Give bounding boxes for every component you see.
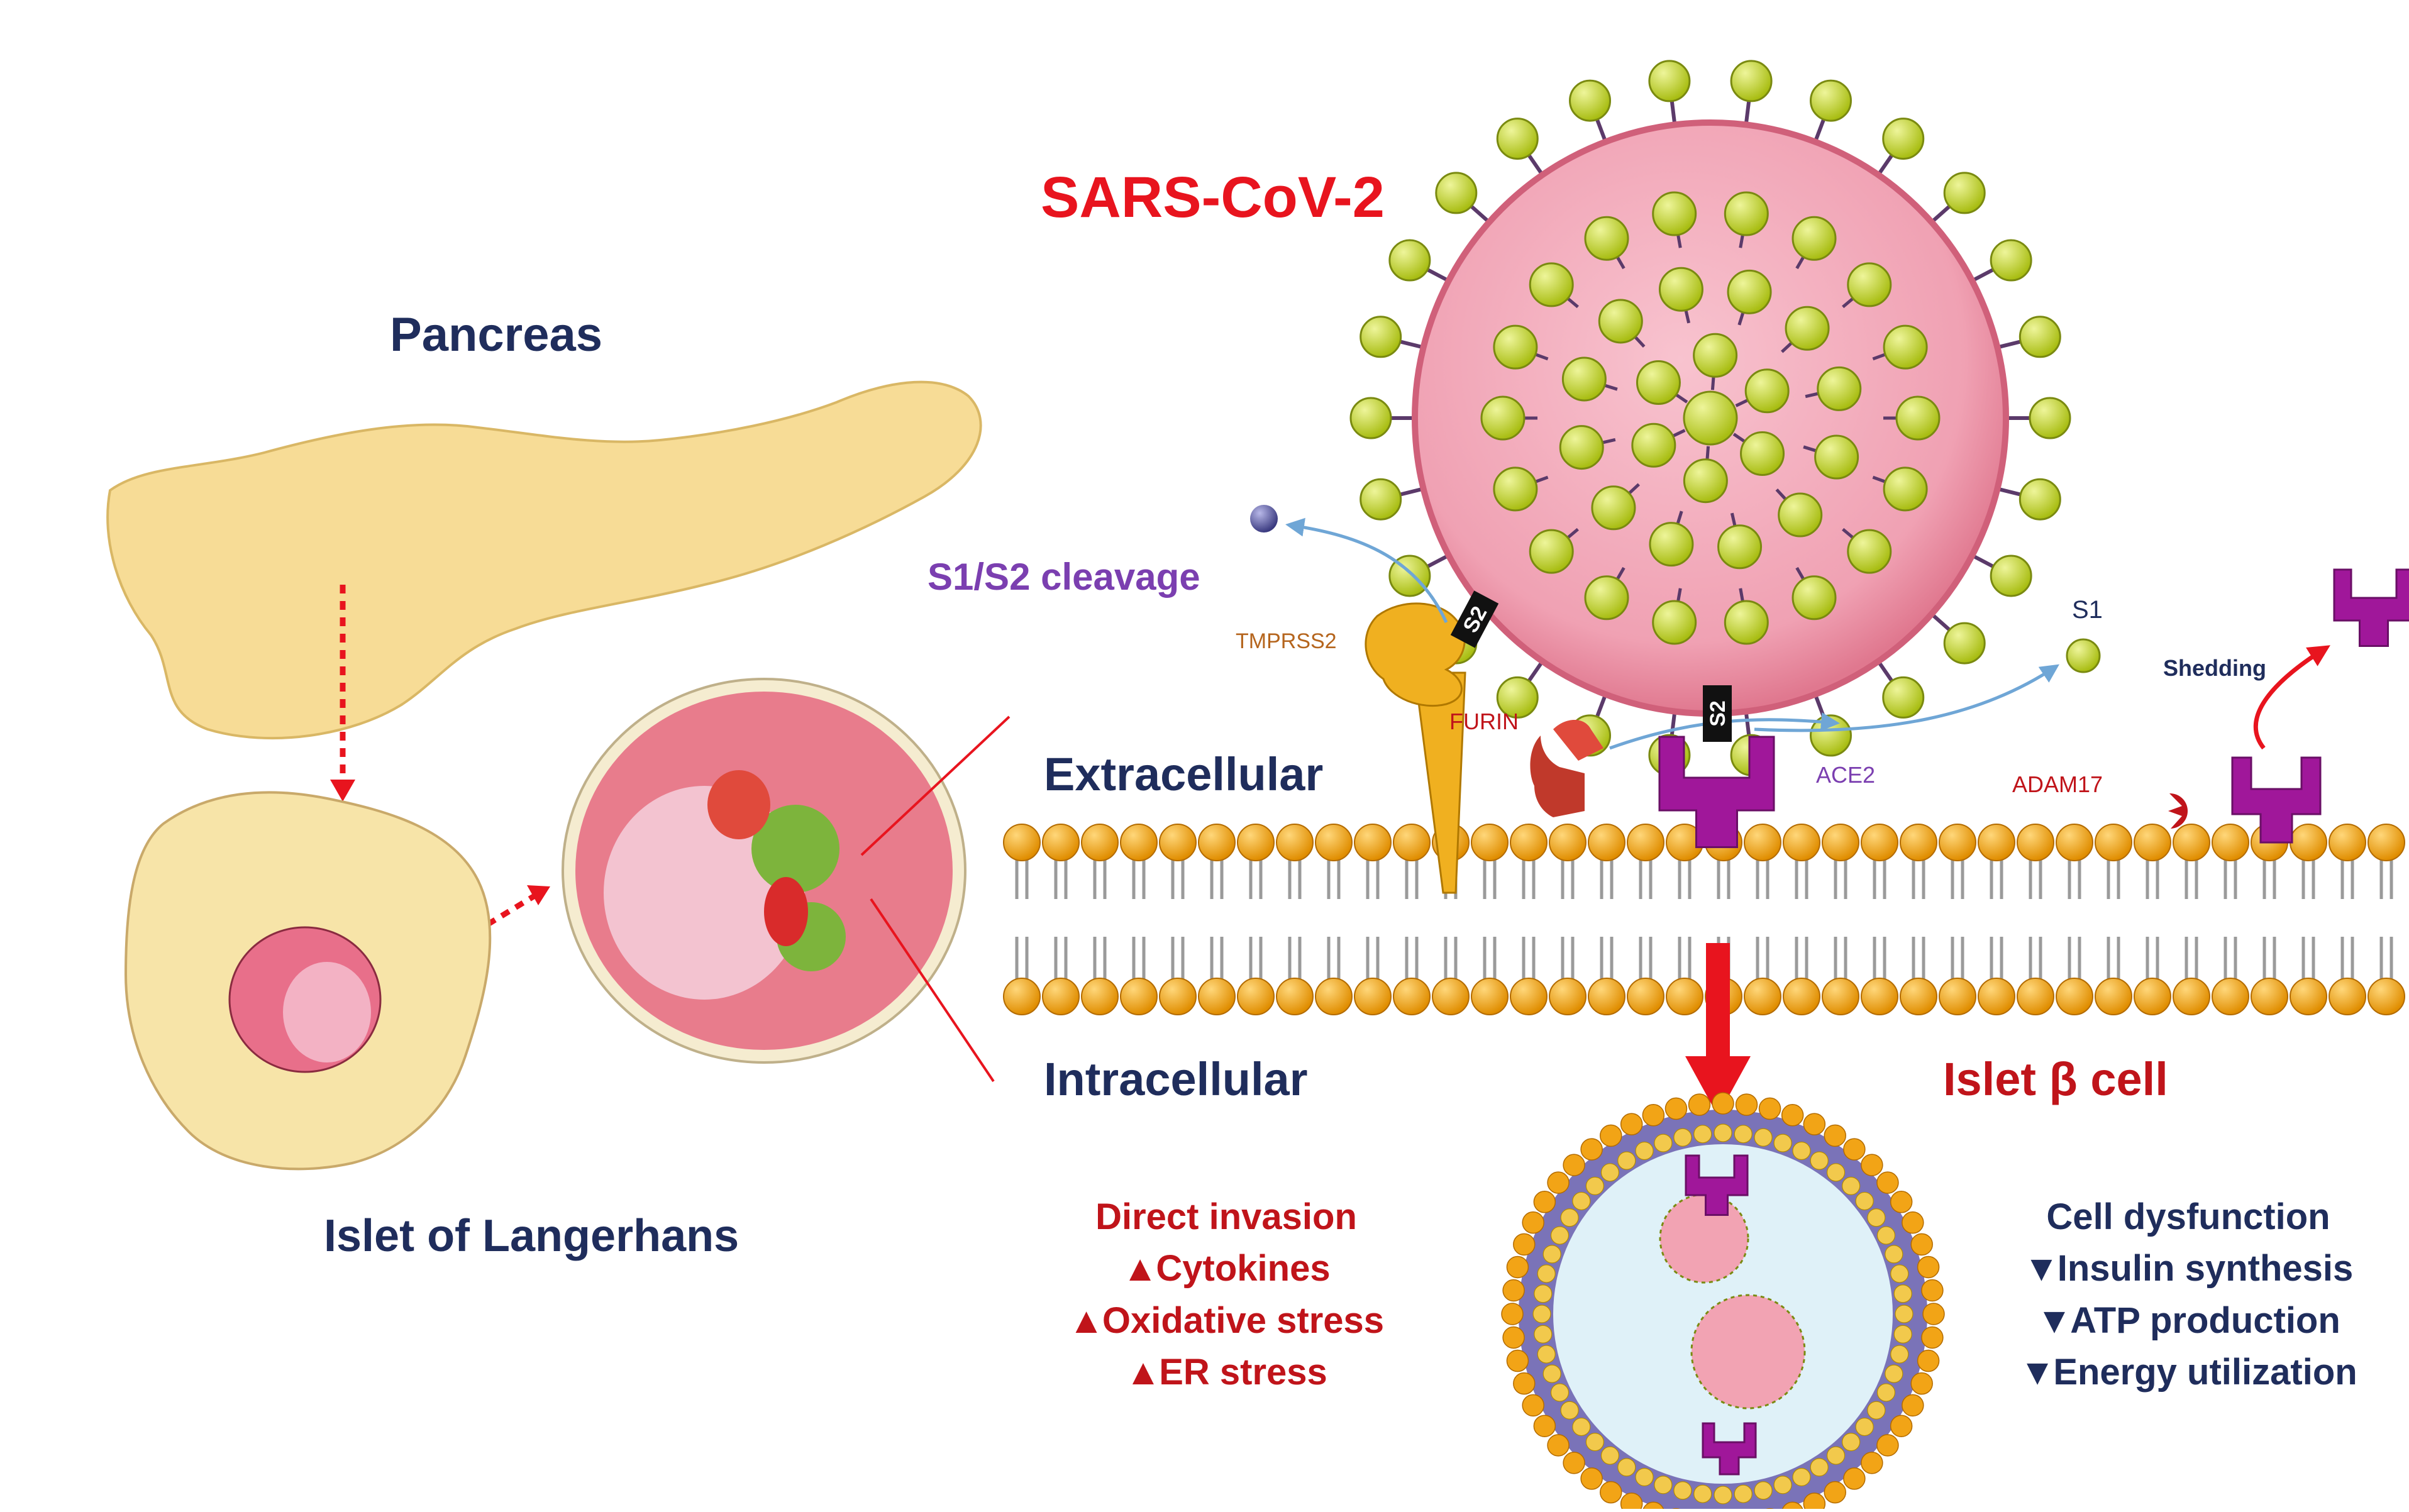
- effect-text: ER stress: [1159, 1352, 1327, 1393]
- effect-text: Energy utilization: [2053, 1352, 2357, 1393]
- effect-text: Oxidative stress: [1102, 1300, 1384, 1341]
- sars-cov-2-virion: [1351, 61, 2070, 775]
- direct-invasion-title: Direct invasion: [1044, 1191, 1409, 1243]
- effect-row: ▼ATP production: [2000, 1295, 2377, 1347]
- s1-subunit: [2067, 639, 2100, 672]
- islet-core: [230, 927, 380, 1072]
- islet-zoom-circle: [563, 679, 965, 1062]
- tmprss2-label: TMPRSS2: [1236, 631, 1337, 652]
- islet-of-langerhans-label: Islet of Langerhans: [324, 1213, 739, 1259]
- endosome-vesicle: [1502, 1093, 1944, 1509]
- s1-label: S1: [2072, 597, 2103, 622]
- down-arrow-icon: ▼: [2019, 1347, 2044, 1398]
- pancreas-label: Pancreas: [390, 311, 602, 359]
- adam17-label: ADAM17: [2012, 773, 2103, 796]
- down-arrow-icon: ▼: [2024, 1243, 2049, 1294]
- furin-label: FURIN: [1449, 710, 1519, 733]
- direct-invasion-effects: Direct invasion ▲Cytokines ▲Oxidative st…: [1044, 1191, 1409, 1398]
- ace2-shed-receptor: [2334, 570, 2409, 646]
- shedding-label: Shedding: [2163, 657, 2266, 680]
- shedding-arrow: [2256, 648, 2327, 748]
- effect-text: Cytokines: [1156, 1248, 1330, 1289]
- cell-dysfunction-effects: Cell dysfunction ▼Insulin synthesis ▼ATP…: [2000, 1191, 2377, 1398]
- cell-dysfunction-title: Cell dysfunction: [2000, 1191, 2377, 1243]
- s2-label-center: S2: [1706, 700, 1730, 727]
- intracellular-label: Intracellular: [1044, 1056, 1308, 1103]
- extracellular-label: Extracellular: [1044, 751, 1323, 798]
- cleaved-fragment: [1250, 505, 1278, 533]
- up-arrow-icon: ▲: [1122, 1243, 1147, 1294]
- up-arrow-icon: ▲: [1068, 1295, 1094, 1347]
- effect-text: Insulin synthesis: [2057, 1248, 2354, 1289]
- effect-row: ▲ER stress: [1044, 1347, 1409, 1398]
- furin-protease: [1530, 720, 1603, 817]
- ace2-label: ACE2: [1816, 764, 1875, 786]
- effect-row: ▼Insulin synthesis: [2000, 1243, 2377, 1294]
- adam17-protease: [2168, 793, 2188, 829]
- effect-row: ▲Oxidative stress: [1044, 1295, 1409, 1347]
- pancreas-organ: [108, 382, 981, 738]
- sars-cov-2-label: SARS-CoV-2: [1041, 168, 1385, 226]
- s1s2-cleavage-label: S1/S2 cleavage: [928, 558, 1200, 596]
- entry-arrow: [1685, 943, 1751, 1116]
- effect-row: ▼Energy utilization: [2000, 1347, 2377, 1398]
- effect-text: ATP production: [2070, 1300, 2340, 1341]
- effect-row: ▲Cytokines: [1044, 1243, 1409, 1294]
- cell-membrane-bilayer: [1004, 824, 2405, 1015]
- islet-beta-cell-label: Islet β cell: [1943, 1056, 2168, 1103]
- up-arrow-icon: ▲: [1125, 1347, 1150, 1398]
- down-arrow-icon: ▼: [2036, 1295, 2061, 1347]
